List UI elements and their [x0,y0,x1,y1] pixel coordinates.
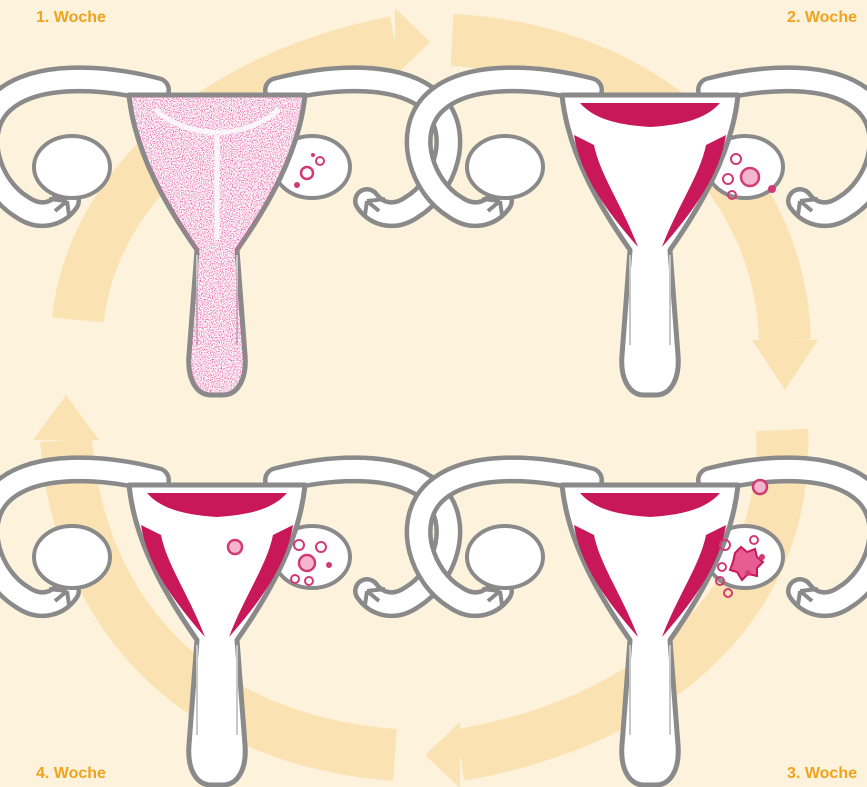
egg-in-tube [753,480,767,494]
week-2-label: 2. Woche [787,8,857,28]
week-3-label: 3. Woche [787,764,857,784]
uterus-week-1 [0,79,448,395]
week-1-label: 1. Woche [36,8,106,28]
week-4-label: 4. Woche [36,764,106,784]
embryo-implanting [228,540,242,554]
